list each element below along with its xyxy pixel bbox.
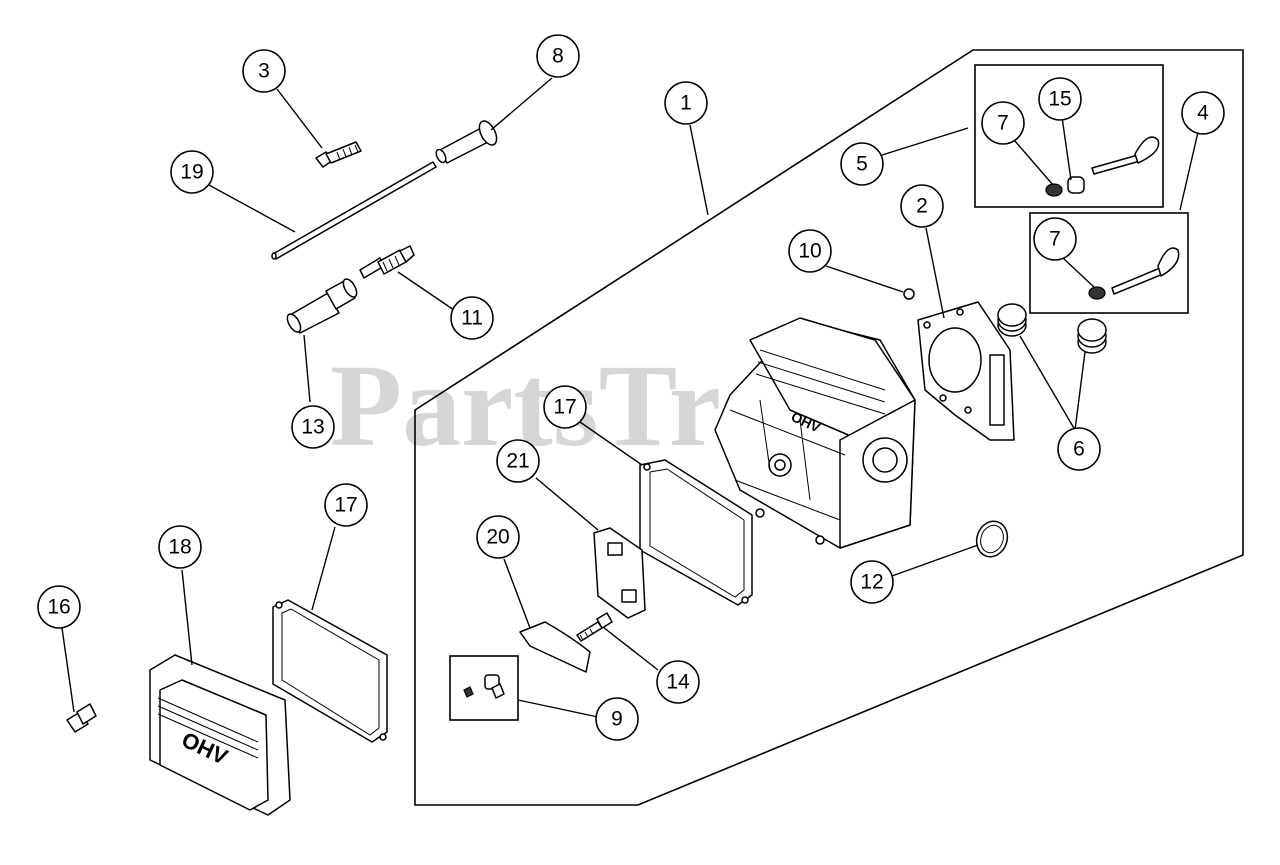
callout-10-label: 10 [798, 240, 821, 263]
exhaust-valve-part-5 [1045, 136, 1160, 197]
callout-1: 1 [664, 81, 708, 125]
callout-8: 8 [536, 34, 580, 78]
bolt-part-3 [315, 141, 362, 168]
intake-valve-part-4 [1088, 247, 1180, 300]
callout-7-upper-label: 7 [997, 112, 1009, 135]
callout-16-label: 16 [47, 596, 70, 619]
valve-kit-box-4 [1029, 212, 1189, 314]
callout-15-label: 15 [1048, 88, 1071, 111]
callout-4-label: 4 [1197, 102, 1209, 125]
valve-cover-part-18: OHV [149, 654, 291, 816]
callout-20-label: 20 [486, 526, 509, 549]
callout-5: 5 [840, 142, 884, 186]
callout-20: 20 [476, 515, 520, 559]
callout-3: 3 [242, 49, 286, 93]
callout-15: 15 [1038, 77, 1082, 121]
valve-springs-part-6 [997, 303, 1107, 354]
cover-gasket-part-17-lower [272, 599, 388, 743]
callout-18-label: 18 [168, 536, 191, 559]
callout-9: 9 [595, 697, 639, 741]
callout-13: 13 [291, 405, 335, 449]
callout-7-lower: 7 [1033, 217, 1077, 261]
callout-12-label: 12 [860, 571, 883, 594]
callout-19-label: 19 [180, 161, 203, 184]
pushrod-guide-part-8 [435, 120, 498, 164]
valve-kit-box-5 [974, 64, 1164, 208]
small-parts-part-9 [463, 674, 505, 699]
callout-21: 21 [496, 439, 540, 483]
callout-11: 11 [450, 296, 494, 340]
callout-12: 12 [850, 560, 894, 604]
assembly-frame [414, 49, 1244, 806]
callout-9-label: 9 [611, 708, 623, 731]
callout-10: 10 [788, 229, 832, 273]
deflector-part-20 [519, 621, 591, 673]
stud-part-14 [576, 612, 613, 642]
callout-4: 4 [1181, 91, 1225, 135]
callout-17-upper: 17 [543, 385, 587, 429]
tube-part-13 [286, 278, 358, 334]
callout-17-lower-label: 17 [334, 494, 357, 517]
rocker-gasket-part-17-upper [639, 459, 753, 606]
breather-plate-part-21 [593, 527, 646, 619]
pushrod-part-19 [271, 161, 437, 260]
callout-7-lower-label: 7 [1049, 228, 1061, 251]
callout-6-label: 6 [1073, 438, 1085, 461]
callout-2: 2 [900, 184, 944, 228]
plug-part-10 [903, 288, 915, 300]
callout-14: 14 [656, 660, 700, 704]
leader-lines [61, 77, 1199, 718]
callout-6: 6 [1057, 427, 1101, 471]
callout-2-label: 2 [916, 195, 928, 218]
callout-7-upper: 7 [981, 101, 1025, 145]
callout-14-label: 14 [666, 671, 690, 694]
callout-18: 18 [158, 525, 202, 569]
callout-11-label: 11 [461, 307, 483, 330]
breather-valve-part-11 [359, 245, 415, 279]
cylinder-head-casting: OHV [714, 317, 916, 549]
callout-17-lower: 17 [324, 483, 368, 527]
o-ring-part-12 [975, 520, 1009, 558]
callout-1-label: 1 [680, 92, 692, 115]
head-gasket-part-2 [917, 301, 1015, 441]
callout-16: 16 [37, 585, 81, 629]
callout-5-label: 5 [856, 153, 868, 176]
bolt-part-16 [66, 703, 97, 733]
callout-21-label: 21 [506, 450, 529, 473]
small-parts-box-9 [449, 655, 519, 721]
callout-3-label: 3 [258, 60, 270, 83]
callout-13-label: 13 [301, 416, 324, 439]
callout-17-upper-label: 17 [553, 396, 576, 419]
callout-8-label: 8 [552, 45, 564, 68]
callout-19: 19 [170, 150, 214, 194]
